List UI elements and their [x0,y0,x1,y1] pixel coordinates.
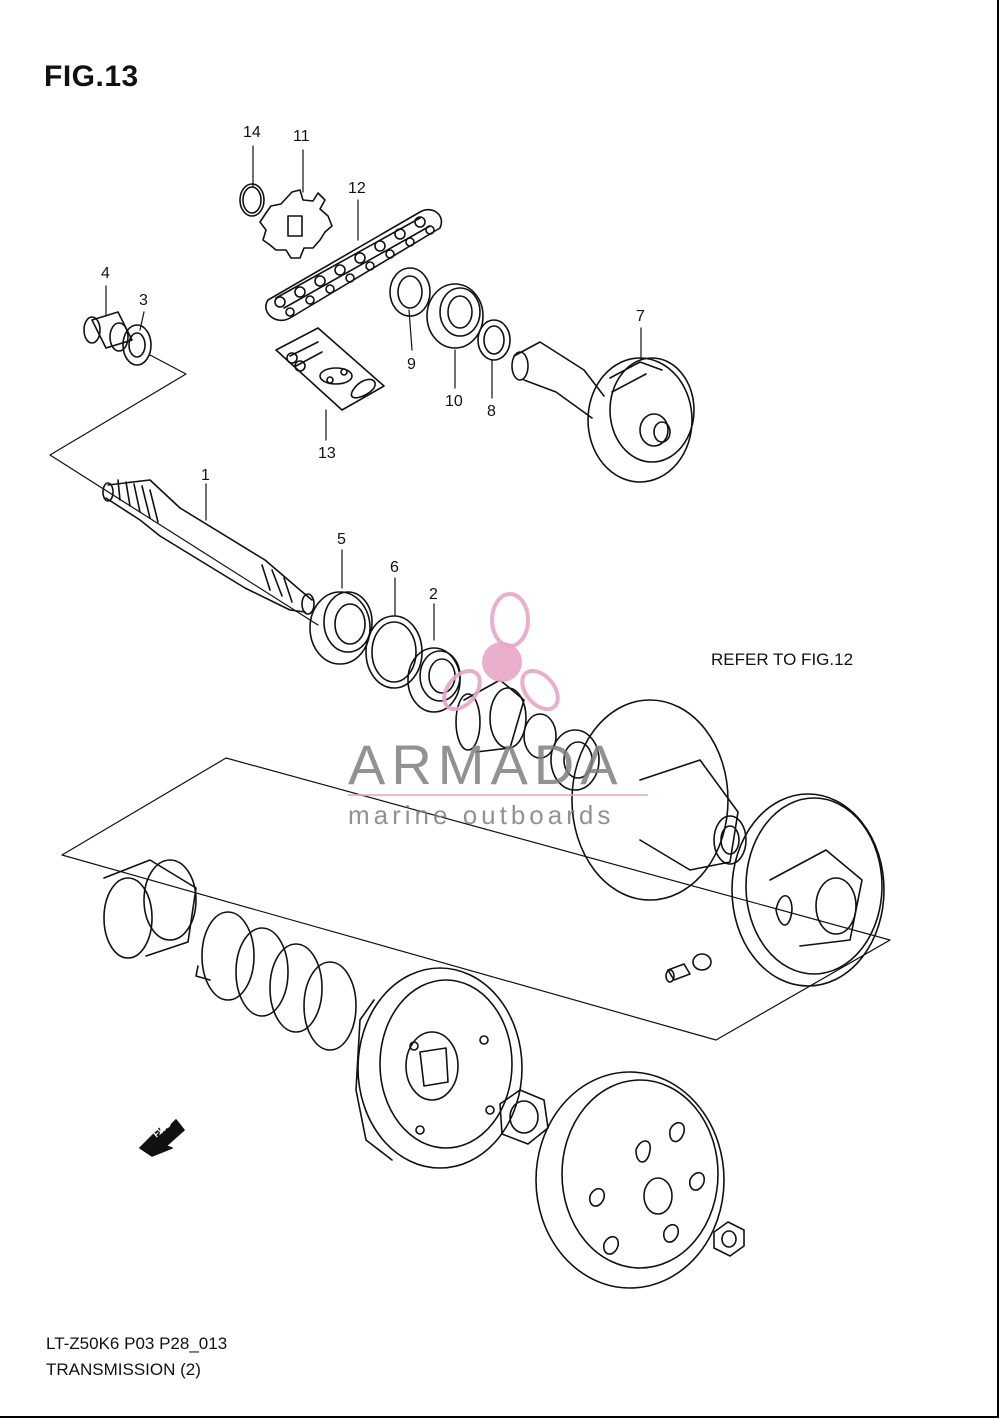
circlip-6 [365,615,423,689]
diagram-code: LT-Z50K6 P03 P28_013 [46,1334,228,1353]
bearing-collar-group [455,679,600,791]
hex-nut [499,1089,549,1145]
callout-8: 8 [487,403,496,420]
watermark-tagline: marine outboards [348,800,615,830]
drive-chain-12 [265,208,443,322]
figure-title: FIG.13 [44,60,139,93]
callout-5: 5 [337,531,346,548]
callout-9: 9 [407,356,416,373]
bearing-5 [309,591,373,665]
callout-14: 14 [243,124,261,141]
guide-pin-and-roller [665,953,712,983]
oil-seal-9 [389,267,431,317]
needle-bearing-4 [83,311,133,352]
callout-6: 6 [390,559,399,576]
compression-spring [195,911,357,1051]
spacer-sleeve [103,859,197,959]
clutch-housing [535,1071,725,1289]
gear-shaft-7 [511,341,695,483]
driven-sheave-plate [731,793,885,987]
watermark-brand: ARMADA [348,733,624,796]
refer-note: REFER TO FIG.12 [711,650,854,669]
callout-2: 2 [429,586,438,603]
assembly-frame-upper [49,354,319,626]
watermark-divider [348,794,648,796]
washer-3 [122,324,152,366]
section-title: TRANSMISSION (2) [46,1360,201,1379]
assembly-frame-lower [61,757,891,1041]
circlip-14 [239,183,265,217]
callout-1: 1 [201,467,210,484]
movable-drive-face [571,699,747,901]
callout-10: 10 [445,393,463,410]
callout-13: 13 [318,445,336,462]
flange-nut [713,1221,745,1257]
callout-7: 7 [636,308,645,325]
callout-3: 3 [139,292,148,309]
drive-shaft-1 [102,479,315,615]
forward-arrow-icon [139,1119,185,1157]
callout-11: 11 [293,128,310,145]
washer-8 [477,319,511,361]
sprocket-11 [259,189,333,259]
leader-lines [105,145,642,641]
callout-12: 12 [348,180,366,197]
callout-4: 4 [101,265,110,282]
bearing-10 [426,283,484,349]
clutch-shoe-assembly [355,967,523,1169]
chain-joint-kit-13 [275,327,385,411]
propeller-logo-icon [442,592,560,712]
